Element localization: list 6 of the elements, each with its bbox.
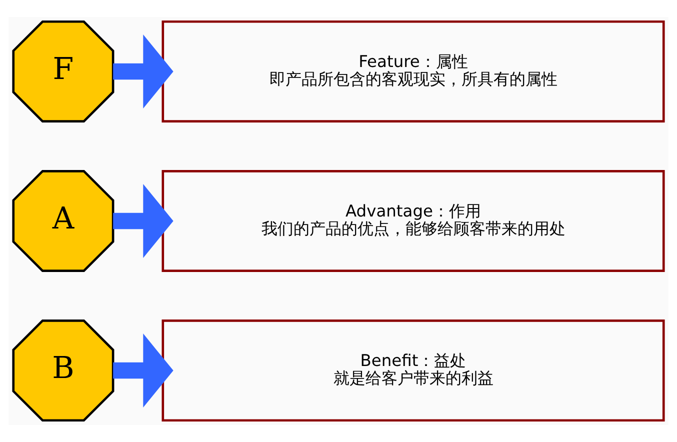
node-box: Advantage：作用 我们的产品的优点，能够给顾客带来的用处	[162, 170, 665, 272]
arrow	[113, 184, 174, 258]
node-box: Feature：属性 即产品所包含的客观现实，所具有的属性	[162, 20, 665, 122]
arrow	[113, 334, 174, 408]
arrow	[113, 34, 174, 108]
node-box: Benefit：益处 就是给客户带来的利益	[162, 320, 665, 422]
